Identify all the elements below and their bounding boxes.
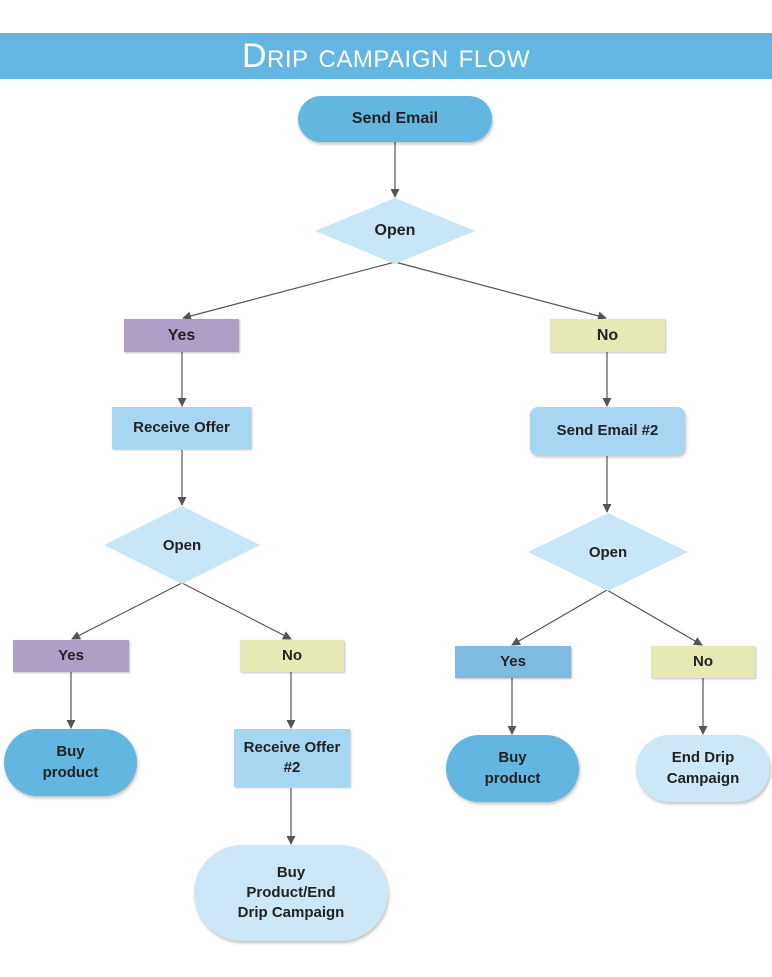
node-receive-offer-2: Receive Offer #2 <box>234 729 350 787</box>
edge-open-to-yes <box>182 261 396 321</box>
edge-openr-to-yes <box>511 589 608 646</box>
node-buy-product-right-label: Buy product <box>484 749 541 787</box>
node-buy-product-left: Buy product <box>4 729 137 796</box>
decision-open-left <box>104 506 260 584</box>
node-send-email: Send Email <box>298 96 492 142</box>
node-buy-product-right: Buy product <box>446 735 579 802</box>
node-no-main: No <box>550 319 665 352</box>
node-send-email-2: Send Email #2 <box>530 407 685 455</box>
node-buy-product-end: Buy Product/End Drip Campaign <box>194 845 388 941</box>
edge-open-to-no <box>394 261 607 321</box>
decision-open-main <box>315 198 475 264</box>
decision-open-right-label: Open <box>588 543 628 561</box>
node-send-email-2-label: Send Email #2 <box>556 421 659 439</box>
node-yes-left: Yes <box>13 640 129 672</box>
node-buy-product-left-label: Buy product <box>42 743 99 781</box>
node-no-left-label: No <box>282 646 302 664</box>
decision-open-right <box>528 513 688 591</box>
node-no-left: No <box>240 640 344 672</box>
node-yes-left-label: Yes <box>58 646 84 664</box>
node-no-right: No <box>651 646 755 678</box>
node-receive-offer-2-label: Receive Offer #2 <box>243 738 341 776</box>
node-end-drip-campaign: End Drip Campaign <box>636 735 770 802</box>
edge-openr-to-no <box>606 589 703 646</box>
edge-openl-to-yes <box>71 582 183 640</box>
decision-open-main-label: Open <box>374 222 416 239</box>
node-yes-main: Yes <box>124 319 239 352</box>
decision-open-left-label: Open <box>162 536 202 554</box>
node-no-main-label: No <box>596 326 619 344</box>
node-yes-right-label: Yes <box>500 652 526 670</box>
edge-openl-to-no <box>181 582 292 640</box>
node-receive-offer-label: Receive Offer <box>133 418 230 436</box>
node-buy-product-end-label: Buy Product/End Drip Campaign <box>237 863 345 922</box>
node-send-email-label: Send Email <box>351 110 439 128</box>
node-receive-offer: Receive Offer <box>112 407 251 449</box>
node-yes-main-label: Yes <box>167 326 196 344</box>
node-yes-right: Yes <box>455 646 571 678</box>
node-end-drip-campaign-label: End Drip Campaign <box>666 749 740 787</box>
node-no-right-label: No <box>693 652 713 670</box>
title-bar: Drip campaign flow <box>0 33 772 79</box>
page-title: Drip campaign flow <box>241 37 531 75</box>
